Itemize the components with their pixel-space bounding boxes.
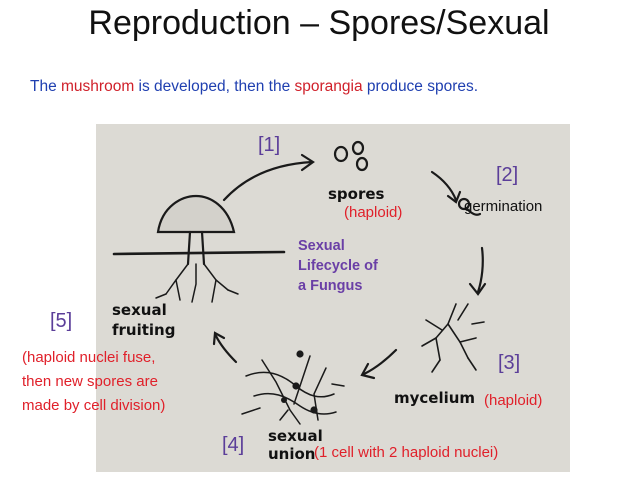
fungus-lifecycle-diagram: spores mycelium sexual union sexual frui… <box>96 124 570 472</box>
subtitle-sporangia-word: sporangia <box>294 78 363 95</box>
arrow-germination-to-mycelium <box>476 246 484 294</box>
step-5-marker: [5] <box>50 310 73 332</box>
slide-subtitle: The mushroom is developed, then the spor… <box>30 78 478 96</box>
mycelium-drawing <box>421 303 485 373</box>
arrow-spores-to-germination <box>430 170 458 202</box>
union-note: (1 cell with 2 haploid nuclei) <box>314 444 499 461</box>
spores-ploidy-note: (haploid) <box>344 204 403 221</box>
step-4-marker: [4] <box>222 434 245 456</box>
subtitle-text-1: The <box>30 78 62 95</box>
subtitle-text-2: is developed, then the <box>134 78 295 95</box>
sexual-fruiting-label-line-2: fruiting <box>112 321 176 339</box>
sexual-union-label-line-1: sexual <box>268 427 323 445</box>
mycelium-label: mycelium <box>394 389 476 407</box>
sexual-fruiting-label-line-1: sexual <box>112 301 167 319</box>
spore-3 <box>355 156 369 172</box>
center-label-line-1: Sexual <box>298 238 345 254</box>
sexual-union-label-line-2: union <box>268 445 316 463</box>
fruiting-note-line-3: made by cell division) <box>22 397 166 414</box>
germinating-spore <box>457 197 471 211</box>
spore-1 <box>333 145 349 163</box>
nucleus-3 <box>310 406 318 414</box>
step-2-marker: [2] <box>496 164 519 186</box>
sexual-union-drawing <box>241 355 345 425</box>
fruiting-note-line-1: (haploid nuclei fuse, <box>22 349 156 366</box>
nucleus-2 <box>292 382 300 390</box>
lifecycle-drawing <box>112 140 487 425</box>
mycelium-ploidy-note: (haploid) <box>484 392 543 409</box>
center-label-line-2: Lifecycle of <box>298 258 378 274</box>
nucleus-4 <box>281 397 287 403</box>
fruiting-note: (haploid nuclei fuse, then new spores ar… <box>22 346 165 418</box>
arrow-mycelium-to-union <box>362 348 398 376</box>
step-3-marker: [3] <box>498 352 521 374</box>
mushroom-drawing <box>112 194 286 303</box>
fruiting-note-line-2: then new spores are <box>22 373 158 390</box>
subtitle-mushroom-word: mushroom <box>61 78 135 95</box>
spores-label: spores <box>328 185 385 203</box>
germination-label: germination <box>464 198 543 215</box>
slide-title: Reproduction – Spores/Sexual <box>88 4 550 42</box>
center-label-line-3: a Fungus <box>298 278 363 294</box>
spore-2 <box>351 140 365 156</box>
arrow-fruiting-to-spores <box>222 160 314 202</box>
nucleus-1 <box>296 350 304 358</box>
subtitle-text-3: produce spores. <box>362 78 479 95</box>
step-1-marker: [1] <box>258 134 281 156</box>
arrow-union-to-fruiting <box>214 334 238 364</box>
